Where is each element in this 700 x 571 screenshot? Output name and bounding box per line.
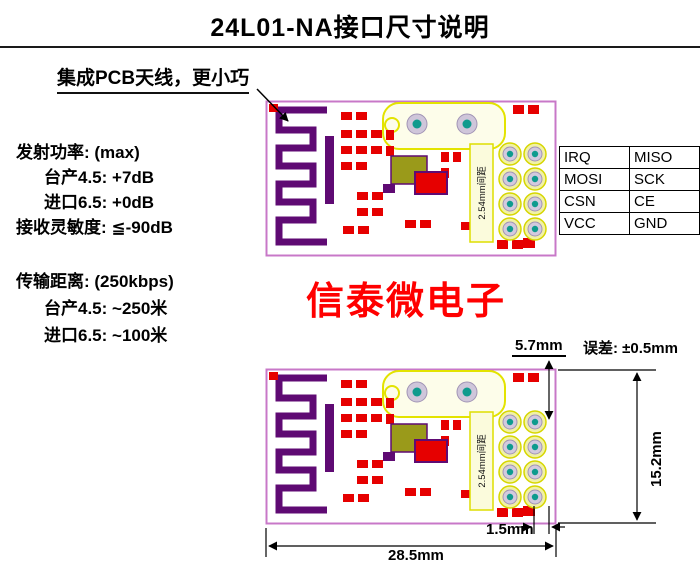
- pin-cell-irq: IRQ: [559, 146, 630, 169]
- specs-block-power: 发射功率: (max) 台产4.5: +7dB 进口6.5: +0dB 接收灵敏…: [16, 140, 173, 240]
- specs-block-range: 传输距离: (250kbps) 台产4.5: ~250米 进口6.5: ~100…: [16, 268, 174, 349]
- pinout-row: MOSI SCK: [559, 168, 700, 191]
- pinout-row: IRQ MISO: [559, 146, 700, 169]
- spec-line-tx-import: 进口6.5: +0dB: [44, 193, 155, 212]
- pinout-row: CSN CE: [559, 190, 700, 213]
- pcb-module-top: [265, 100, 557, 257]
- dim-label-width: 28.5mm: [388, 547, 444, 564]
- pin-cell-vcc: VCC: [559, 212, 630, 235]
- dim-label-height: 15.2mm: [648, 431, 665, 487]
- feature-note: 集成PCB天线，更小巧: [57, 63, 250, 94]
- pinout-row: VCC GND: [559, 212, 700, 235]
- spec-line-tx-domestic: 台产4.5: +7dB: [44, 168, 155, 187]
- pin-cell-mosi: MOSI: [559, 168, 630, 191]
- spec-line-range-domestic: 台产4.5: ~250米: [44, 299, 168, 318]
- pin-cell-gnd: GND: [629, 212, 700, 235]
- spec-line-range-import: 进口6.5: ~100米: [44, 326, 168, 345]
- pcb-module-bottom: [265, 368, 557, 525]
- pin-cell-csn: CSN: [559, 190, 630, 213]
- pinout-table: IRQ MISO MOSI SCK CSN CE VCC GND: [559, 146, 700, 235]
- brand-watermark: 信泰微电子: [306, 281, 507, 323]
- title-divider: [0, 46, 700, 48]
- page-title: 24L01-NA接口尺寸说明: [210, 14, 490, 42]
- dim-label-tolerance: 误差: ±0.5mm: [583, 340, 678, 357]
- pin-cell-sck: SCK: [629, 168, 700, 191]
- pin-cell-ce: CE: [629, 190, 700, 213]
- dim-label-pin-offset: 5.7mm: [512, 337, 566, 357]
- pin-cell-miso: MISO: [629, 146, 700, 169]
- spec-line-sensitivity: 接收灵敏度: ≦-90dB: [16, 218, 173, 237]
- dim-label-edge: 1.5mm: [486, 521, 534, 538]
- spec-line-tx-power: 发射功率: (max): [16, 143, 140, 162]
- spec-line-range: 传输距离: (250kbps): [16, 272, 174, 291]
